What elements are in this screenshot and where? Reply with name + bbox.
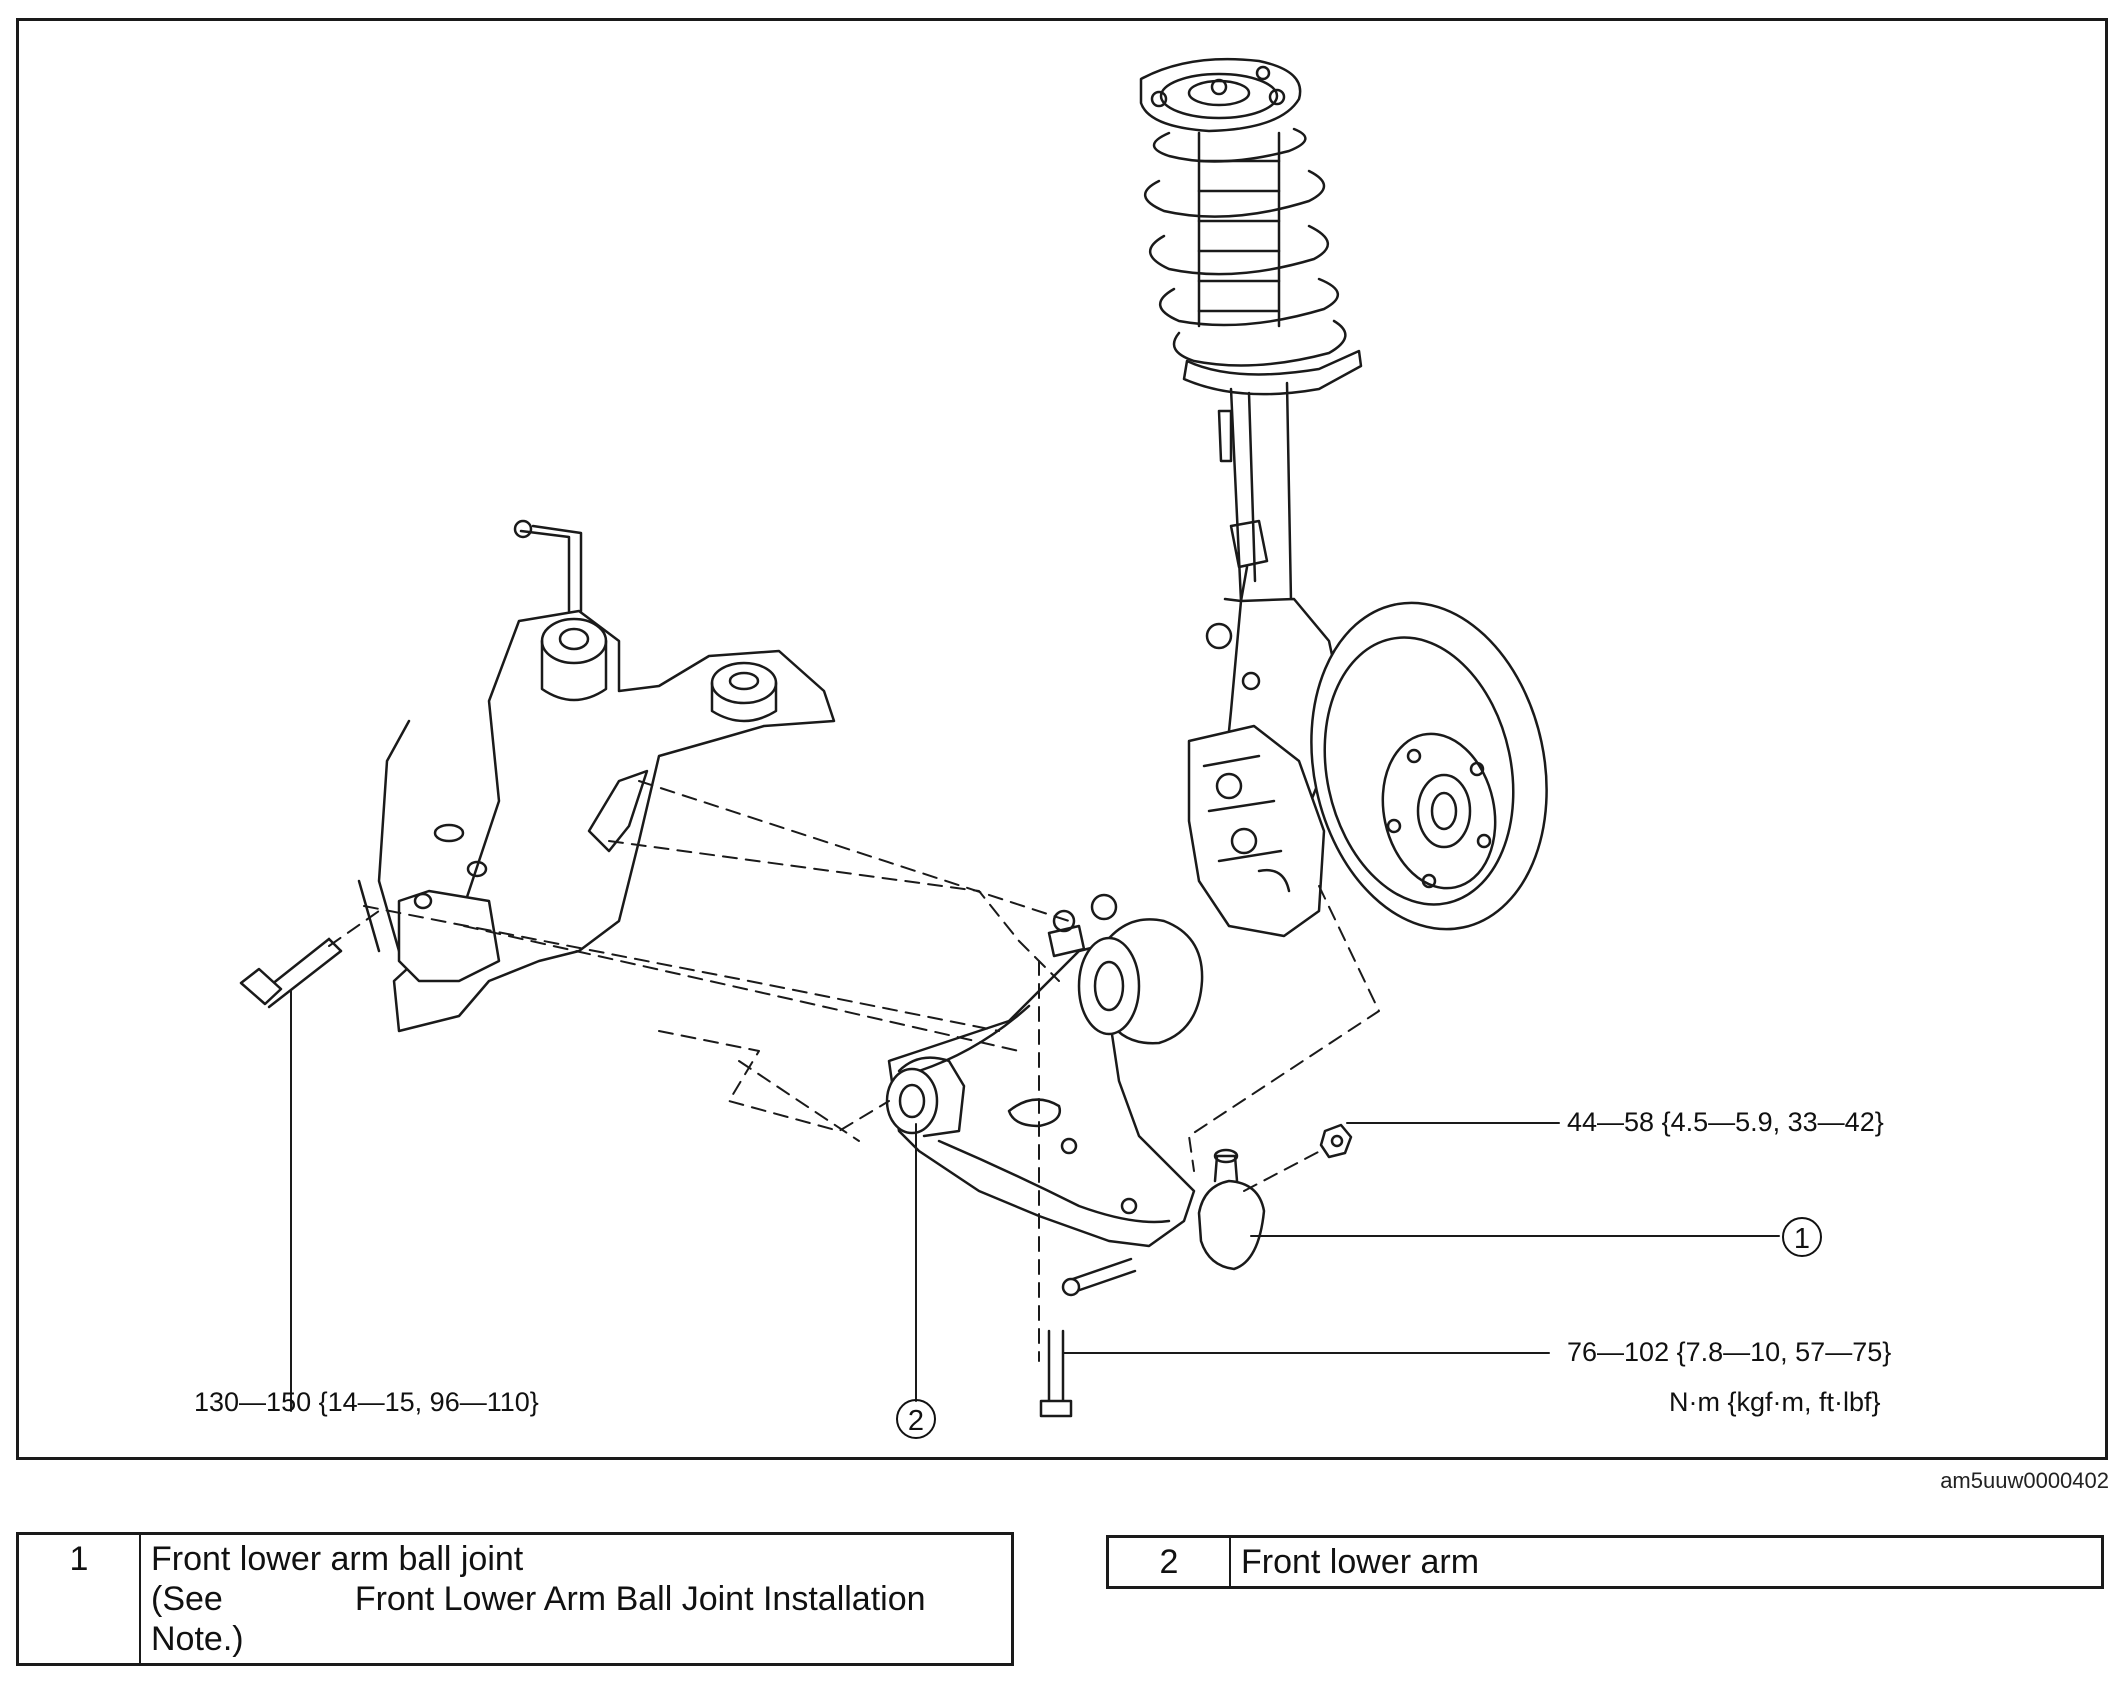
torque-label-subframe-bolt: 130—150 {14—15, 96—110}	[194, 1387, 539, 1417]
legend-number: 1	[16, 1532, 141, 1666]
ball-joint	[1197, 1148, 1266, 1271]
legend-table-1: 1 Front lower arm ball joint (See Front L…	[16, 1532, 1014, 1666]
legend-description: Front lower arm	[1229, 1535, 2104, 1589]
front-crossmember	[357, 609, 836, 1033]
callout-2: 2	[896, 1399, 936, 1439]
suspension-drawing	[239, 57, 1780, 1418]
front-lower-arm	[885, 893, 1204, 1248]
legend-number: 2	[1106, 1535, 1231, 1589]
fasteners	[239, 937, 1353, 1418]
exploded-view-figure: 130—150 {14—15, 96—110} 44—58 {4.5—5.9, …	[16, 18, 2108, 1460]
callout-1: 1	[1782, 1217, 1822, 1257]
legend-line: (See Front Lower Arm Ball Joint Installat…	[151, 1579, 1001, 1619]
legend-row: 1 Front lower arm ball joint (See Front L…	[16, 1532, 1014, 1666]
torque-label-front-bolt: 76—102 {7.8—10, 57—75}	[1567, 1337, 1892, 1367]
legend-description: Front lower arm ball joint (See Front Low…	[139, 1532, 1014, 1666]
legend-see-text: (See	[151, 1580, 223, 1618]
torque-label-ball-joint-nut: 44—58 {4.5—5.9, 33—42}	[1567, 1107, 1884, 1137]
legend-line: Note.)	[151, 1620, 244, 1658]
legend-reference-link[interactable]: Front Lower Arm Ball Joint Installation	[354, 1580, 926, 1618]
leader-lines	[290, 990, 1780, 1412]
brake-caliper	[1187, 724, 1326, 938]
assembly-guide-lines	[328, 780, 1380, 1362]
torque-units-label: N·m {kgf·m, ft·lbf}	[1669, 1387, 1881, 1417]
legend-row: 2 Front lower arm	[1106, 1535, 2104, 1589]
legend-table-2: 2 Front lower arm	[1106, 1535, 2104, 1589]
brake-rotor	[1310, 601, 1548, 931]
stabilizer-bar	[513, 519, 583, 613]
figure-code: am5uuw0000402	[1940, 1468, 2109, 1493]
legend-line: Front lower arm ball joint	[151, 1540, 524, 1578]
